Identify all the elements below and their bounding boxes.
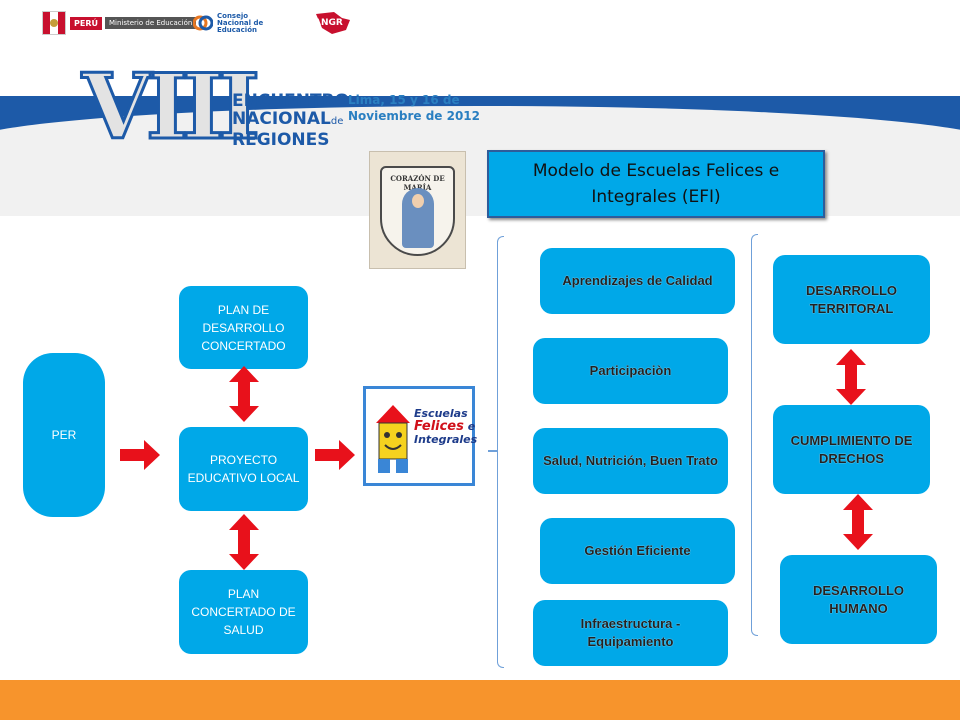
node-plan-desarrollo: PLAN DE DESARROLLO CONCERTADO [179,286,308,369]
node-aprendizajes: Aprendizajes de Calidad [540,248,735,314]
event-line2: NACIONAL [232,109,331,129]
school-emblem: CORAZÓN DE MARÍA [369,151,466,269]
smiling-house-icon [376,405,410,473]
middle-bracket [497,236,504,668]
efi-line3: e [467,420,476,433]
footer-bar [0,680,960,720]
cne-line1: Consejo [217,11,249,20]
node-per: PER [23,353,105,517]
double-arrow-vertical-icon [843,494,873,550]
minedu-logo: PERÚ Ministerio de Educación [42,10,197,36]
logos-bar: PERÚ Ministerio de Educación Consejo Nac… [0,0,960,46]
middle-bracket-tick [488,450,498,452]
event-roman-numeral: VIII [80,54,261,160]
node-plan-salud: PLAN CONCERTADO DE SALUD [179,570,308,654]
minedu-peru-label: PERÚ [70,16,102,30]
angr-logo: ANGR [312,10,354,36]
efi-line1: Escuelas [414,407,468,420]
peru-shield-icon [42,11,66,35]
emblem-shield: CORAZÓN DE MARÍA [380,166,455,256]
peru-map-icon [316,12,350,34]
event-date-line2: Noviembre de 2012 [348,109,480,123]
arrow-right-icon [315,440,355,470]
cne-logo: Consejo Nacional de Educación [193,10,263,36]
minedu-ministry-label: Ministerio de Educación [104,17,197,29]
cne-line3: Educación [217,25,257,34]
node-desarrollo-territorial: DESARROLLO TERRITORAL [773,255,930,344]
node-salud: Salud, Nutrición, Buen Trato [533,428,728,494]
cne-line2: Nacional de [217,18,264,27]
emblem-face [412,194,424,208]
emblem-text: CORAZÓN DE MARÍA [390,174,445,192]
node-infraestructura: Infraestructura - Equipamiento [533,600,728,666]
efi-line2: Felices [414,419,464,434]
efi-logo-text: Escuelas Felices e Integrales [414,407,477,446]
diagram-title: Modelo de Escuelas Felices e Integrales … [487,150,825,218]
event-line1: ENCUENTRO [232,91,350,111]
double-arrow-vertical-icon [229,366,259,422]
cne-icon [193,15,213,31]
angr-label: ANGR [314,18,343,28]
node-gestion: Gestión Eficiente [540,518,735,584]
event-date: Lima, 15 y 16 de Noviembre de 2012 [348,92,480,124]
event-date-line1: Lima, 15 y 16 de [348,93,460,107]
event-de: de [330,116,344,127]
node-desarrollo-humano: DESARROLLO HUMANO [780,555,937,644]
efi-logo: Escuelas Felices e Integrales [363,386,477,486]
node-cumplimiento: CUMPLIMIENTO DE DRECHOS [773,405,930,494]
event-name: ENCUENTRO NACIONALde REGIONES [232,92,349,149]
node-participacion: Participaciòn [533,338,728,404]
efi-line4: Integrales [414,433,478,446]
double-arrow-vertical-icon [229,514,259,570]
right-bracket [751,234,758,636]
double-arrow-vertical-icon [836,349,866,405]
arrow-right-icon [120,440,160,470]
node-proyecto-educativo: PROYECTO EDUCATIVO LOCAL [179,427,308,511]
event-line3: REGIONES [232,130,330,150]
